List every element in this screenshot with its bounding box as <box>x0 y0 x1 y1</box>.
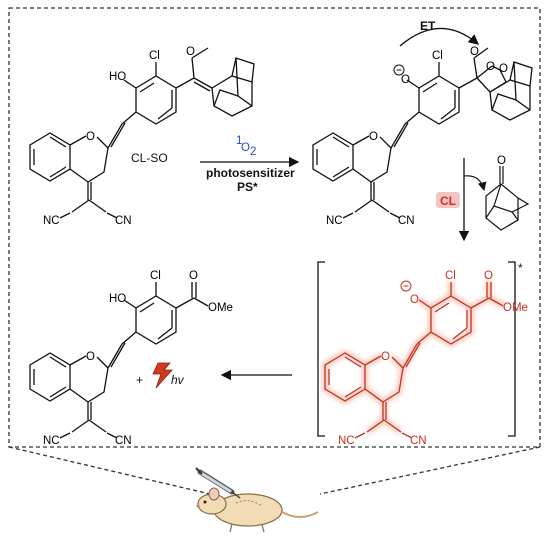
adamantanone-structure <box>485 166 530 231</box>
product-ester-ome: OMe <box>208 302 233 314</box>
excited-cn-right: CN <box>410 435 427 447</box>
ps-label: PS* <box>237 180 258 194</box>
svg-text:2: 2 <box>250 146 256 158</box>
cl-highlight <box>436 192 460 208</box>
cl-so-structure <box>29 47 255 219</box>
excited-ester-o: O <box>484 270 493 282</box>
mouse-icon <box>196 487 319 533</box>
lightning-icon <box>152 362 173 389</box>
excited-cn-left: NC <box>338 435 355 447</box>
svg-text:O: O <box>241 142 250 154</box>
probe-hydroxyl: HO <box>109 71 126 83</box>
product-ring-o: O <box>86 351 95 363</box>
probe-methoxy-o: O <box>186 46 195 58</box>
hv-label: hv <box>171 373 185 387</box>
product-cn-left: NC <box>43 435 60 447</box>
dioxetane-phenoxide-o: O <box>401 74 410 86</box>
product-hydroxyl: HO <box>109 293 126 305</box>
excited-brackets <box>317 261 516 437</box>
probe-chloro: Cl <box>149 50 160 62</box>
dioxetane-methoxy-o: O <box>470 46 479 58</box>
dioxetane-chloro: Cl <box>432 50 443 62</box>
arrow-release <box>463 175 487 192</box>
product-cn-right: CN <box>115 435 132 447</box>
excited-phenoxide-o: O <box>410 294 419 306</box>
dashed-frame <box>8 7 541 495</box>
excited-star: * <box>518 261 523 275</box>
plus-sign: + <box>136 373 143 387</box>
svg-text:1: 1 <box>236 135 242 147</box>
phenoxide-charge-top <box>393 64 405 76</box>
excited-chloro: Cl <box>445 270 456 282</box>
adamantanone-o: O <box>497 155 506 167</box>
dioxetane-cn-left: NC <box>326 215 343 227</box>
dioxetane-cn-right: CN <box>398 215 415 227</box>
excited-ring-o: O <box>381 351 390 363</box>
probe-ring-o: O <box>86 131 95 143</box>
probe-name-label: CL-SO <box>131 151 168 165</box>
excited-structure <box>324 282 504 439</box>
cl-label: CL <box>440 194 456 208</box>
probe-cn-right: CN <box>115 215 132 227</box>
product-chloro: Cl <box>150 270 161 282</box>
syringe-icon <box>195 467 241 499</box>
phenoxide-charge-excited <box>400 280 412 292</box>
product-ester-o: O <box>189 270 198 282</box>
photosensitizer-label: photosensitizer <box>206 166 295 180</box>
probe-cn-left: NC <box>43 215 60 227</box>
dioxetane-peroxide-o1: O <box>486 61 495 73</box>
dioxetane-ring-o: O <box>369 131 378 143</box>
dioxetane-structure <box>312 27 533 219</box>
singlet-oxygen-label: 1 O 2 <box>236 135 256 158</box>
product-structure <box>29 282 209 439</box>
dioxetane-peroxide-o2: O <box>499 63 508 75</box>
excited-ester-ome: OMe <box>503 302 528 314</box>
et-label: ET <box>420 19 436 33</box>
